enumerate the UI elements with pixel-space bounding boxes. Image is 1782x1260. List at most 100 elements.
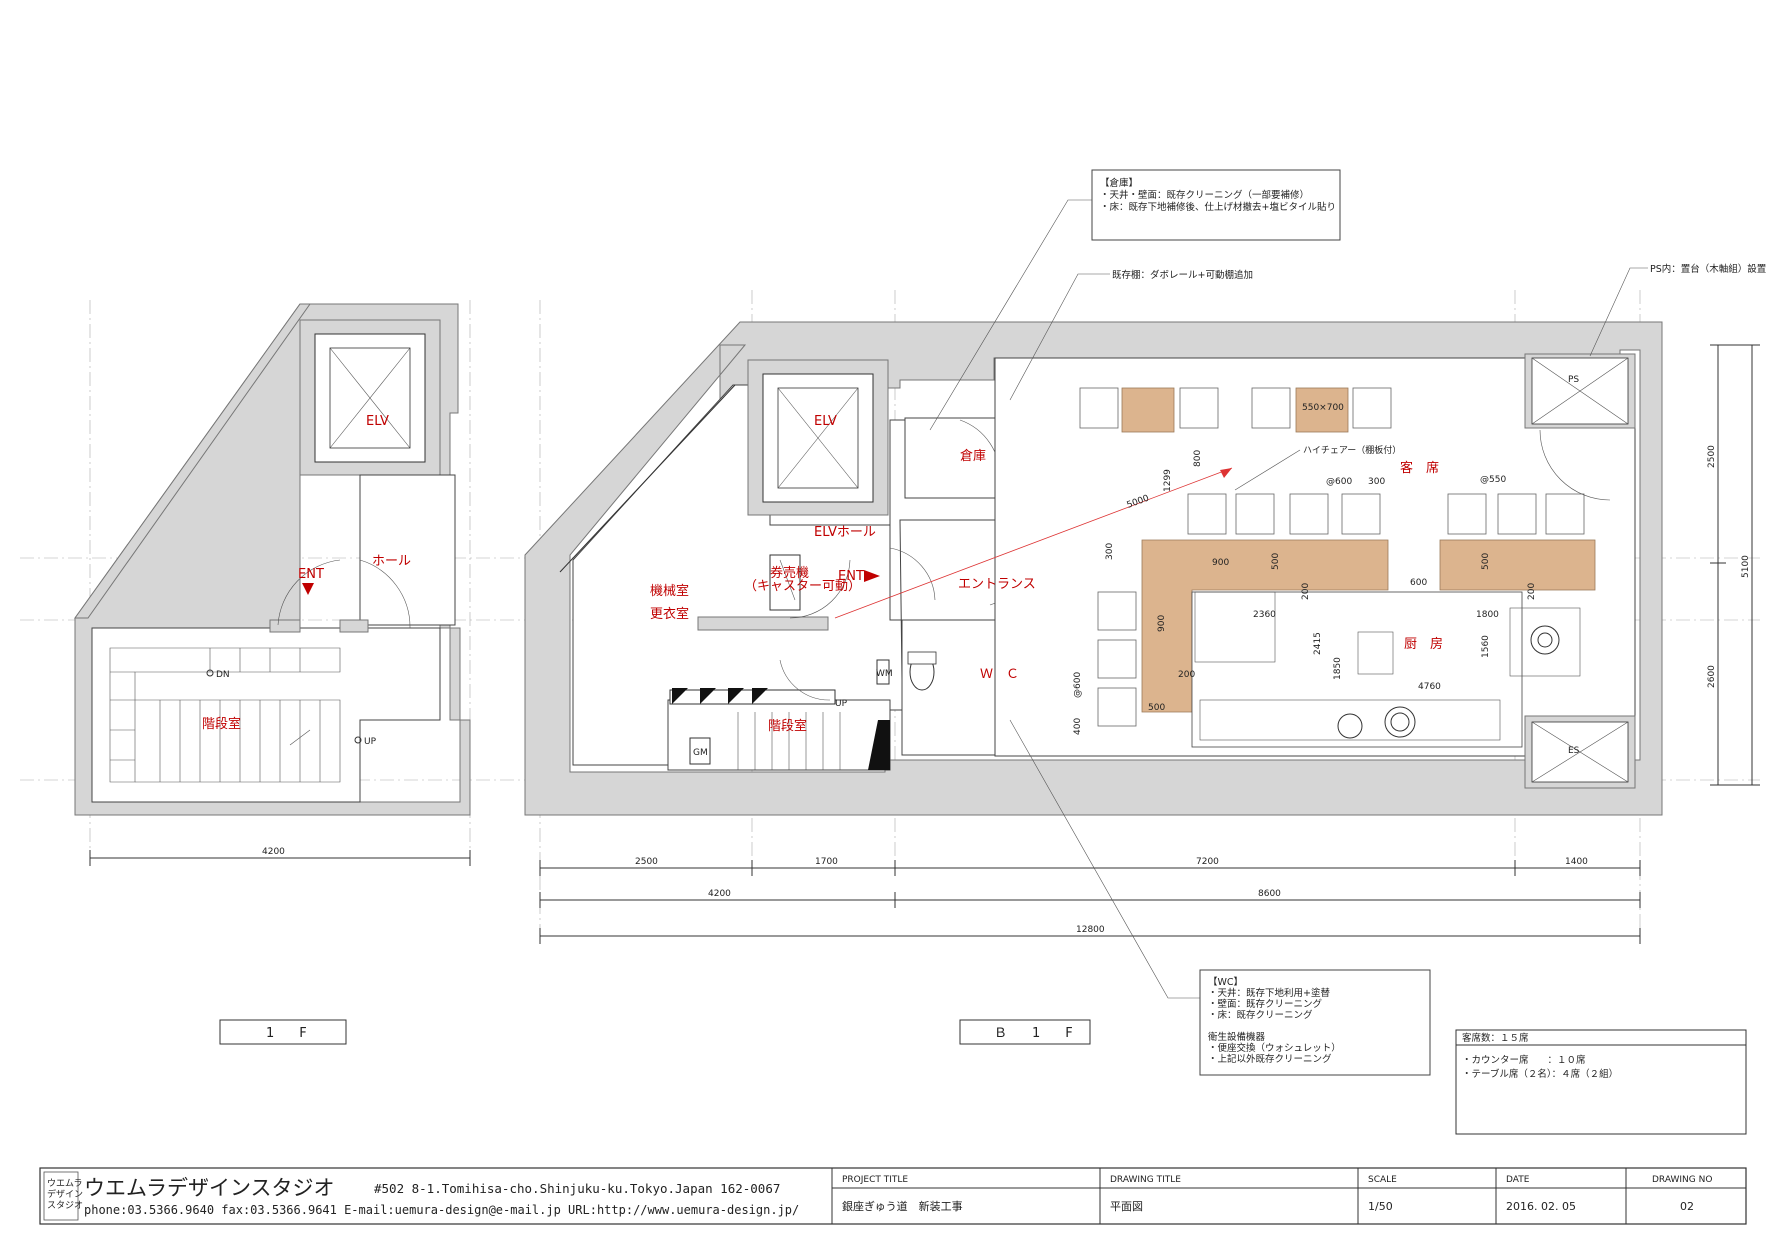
dn-label-1f: DN	[216, 670, 230, 680]
ticket-machine-label: 券売機	[770, 565, 809, 581]
es-label: ES	[1568, 746, 1580, 756]
dim-500-b: 500	[1481, 553, 1491, 570]
project-title-head: PROJECT TITLE	[842, 1175, 908, 1185]
dim-2500-vertical: 2500	[1707, 445, 1717, 468]
dim-800: 800	[1193, 450, 1203, 467]
dimension-horizontal-b1f: 2500 1700 7200 1400 4200 8600 12800	[539, 857, 1641, 944]
wc-note-line: ・床：既存クリーニング	[1208, 1009, 1313, 1021]
scale-value: 1/50	[1368, 1200, 1393, 1213]
storage-note: 【倉庫】 ・天井・壁面：既存クリーニング（一部要補修） ・床：既存下地補修後、仕…	[929, 169, 1341, 431]
drawing-no-head: DRAWING NO	[1652, 1175, 1712, 1185]
stair-room-label-1f: 階段室	[202, 716, 241, 732]
chair	[1079, 387, 1119, 429]
logo-line: ウエムラ	[47, 1178, 83, 1189]
seat-count-row: ・カウンター席 ：１０席	[1462, 1054, 1586, 1066]
drawing-title-head: DRAWING TITLE	[1110, 1175, 1181, 1185]
ent-label-b1f: ENT	[838, 569, 864, 584]
storage-label: 倉庫	[960, 449, 986, 464]
high-chair	[1097, 687, 1137, 727]
table-top-2	[1295, 387, 1349, 433]
dim-200-c: 200	[1178, 670, 1195, 680]
dim-5100-vertical: 5100	[1741, 555, 1751, 578]
dim-2360: 2360	[1253, 610, 1276, 620]
ps-label: PS	[1568, 375, 1579, 385]
ent-label-1f: ENT	[298, 567, 324, 582]
date-head: DATE	[1506, 1175, 1530, 1185]
dim-900-v: 900	[1157, 615, 1167, 632]
ticket-machine-note: （キャスター可動）	[744, 579, 861, 594]
chair	[1352, 387, 1392, 429]
elv-hall-label: ELVホール	[814, 525, 876, 540]
wc-note: 【WC】 ・天井：既存下地利用+塗替 ・壁面：既存クリーニング ・床：既存クリー…	[1009, 719, 1431, 1076]
dim-12800-h: 12800	[1076, 925, 1105, 935]
date-value: 2016. 02. 05	[1506, 1200, 1576, 1213]
dim-4200-1f: 4200	[262, 847, 285, 857]
up-label-1f: UP	[364, 737, 377, 747]
scale-head: SCALE	[1368, 1175, 1397, 1185]
guest-seats-label: 客 席	[1400, 460, 1439, 476]
dim-300-top: 300	[1368, 477, 1385, 487]
dimension-line-5000	[834, 467, 1233, 619]
high-chair	[1545, 493, 1585, 535]
dim-1560: 1560	[1481, 635, 1491, 658]
drawing-title: 平面図	[1110, 1200, 1143, 1213]
entrance-label: エントランス	[958, 577, 1036, 592]
dimension-vertical-b1f: 2500 2600 5100	[1707, 344, 1760, 786]
shelf-note: 既存棚：ダボレール+可動棚追加	[1009, 269, 1253, 401]
wm-label: WM	[876, 669, 893, 679]
dim-550: @550	[1480, 475, 1506, 485]
dim-1299: 1299	[1163, 469, 1173, 492]
dim-200-b: 200	[1527, 583, 1537, 600]
plan-b1f: ELV ELVホール ENT 倉庫 機械室 更衣室 券売機 （キャスター可動） …	[524, 321, 1663, 816]
wc-note-line: ・壁面：既存クリーニング	[1208, 998, 1323, 1010]
storage-note-line: 【倉庫】	[1100, 177, 1138, 189]
seat-count-table: 客席数：１５席 ・カウンター席 ：１０席 ・テーブル席（２名）：４席（２組）	[1455, 1029, 1747, 1135]
dim-2415: 2415	[1313, 632, 1323, 655]
wc-note-line: ・天井：既存下地利用+塗替	[1208, 987, 1330, 999]
dim-400: 400	[1073, 718, 1083, 735]
stairs-1f	[109, 647, 362, 783]
seat-count-row: ・テーブル席（２名）：４席（２組）	[1462, 1068, 1618, 1080]
table-top-1	[1121, 387, 1175, 433]
kitchen-label: 厨 房	[1404, 636, 1443, 652]
dim-2600-vertical: 2600	[1707, 665, 1717, 688]
ent-arrow-icon-1f	[302, 583, 314, 595]
table-size-label: 550×700	[1302, 403, 1344, 413]
ps-note-text: PS内：置台（木軸組）設置	[1650, 263, 1766, 275]
counter-left	[1141, 539, 1389, 713]
dim-500-c: 500	[1148, 703, 1165, 713]
wc-note-line: ・便座交換（ウォシュレット）	[1208, 1042, 1341, 1054]
dim-1800: 1800	[1476, 610, 1499, 620]
locker-room-label: 更衣室	[650, 606, 689, 622]
dimension-1f: 4200	[89, 847, 471, 866]
wc-note-line: ・上記以外既存クリーニング	[1208, 1053, 1332, 1065]
high-chair	[1187, 493, 1227, 535]
dim-500-a: 500	[1271, 553, 1281, 570]
stairs-b1f	[669, 659, 890, 770]
high-chair-label: ハイチェアー（棚板付）	[1303, 444, 1401, 456]
dim-1850: 1850	[1333, 657, 1343, 680]
elv-label-b1f: ELV	[814, 414, 837, 429]
floor-label-1f: 1 F	[266, 1026, 313, 1041]
high-chair	[1497, 493, 1537, 535]
project-title: 銀座ぎゅう道 新装工事	[842, 1199, 963, 1213]
floor-tag-b1f	[959, 1019, 1091, 1045]
storage-note-line: ・天井・壁面：既存クリーニング（一部要補修）	[1100, 189, 1309, 201]
seat-count-title: 客席数：１５席	[1462, 1032, 1529, 1044]
shelf-note-text: 既存棚：ダボレール+可動棚追加	[1112, 269, 1253, 281]
dim-300-left: 300	[1105, 543, 1115, 560]
high-chair	[1341, 493, 1381, 535]
chair	[1179, 387, 1219, 429]
dim-600-left: @600	[1073, 672, 1083, 698]
title-block: ウエムラ デザイン スタジオ ウエムラデザインスタジオ #502 8-1.Tom…	[39, 1167, 1747, 1225]
dim-2500-h: 2500	[635, 857, 658, 867]
elv-label-1f: ELV	[366, 414, 389, 429]
wc-note-line: 衛生設備機器	[1208, 1031, 1266, 1043]
storage-note-line: ・床：既存下地補修後、仕上げ材撤去+塩ビタイル貼り	[1100, 201, 1336, 213]
drawing-no-value: 02	[1680, 1200, 1694, 1213]
high-chair	[1097, 591, 1137, 631]
dim-4200-h: 4200	[708, 889, 731, 899]
dim-4760: 4760	[1418, 682, 1441, 692]
wc-note-line: 【WC】	[1208, 977, 1243, 988]
